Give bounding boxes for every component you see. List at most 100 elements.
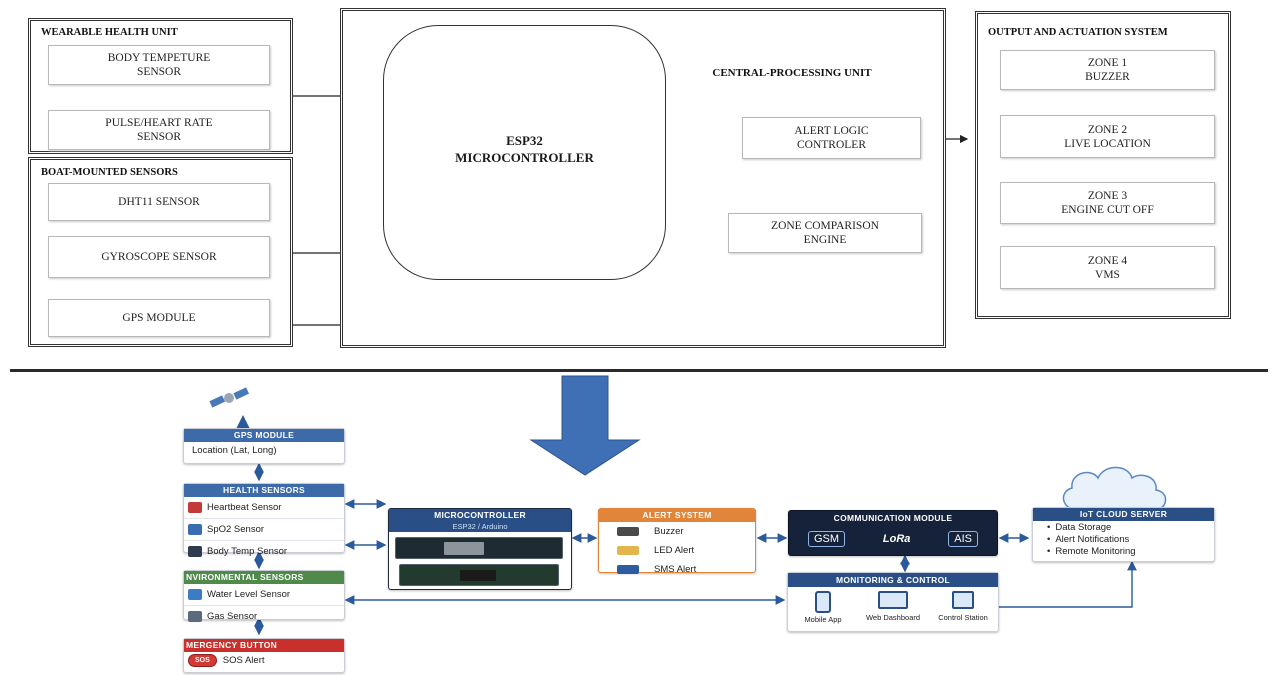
gsm-label: GSM <box>807 531 845 547</box>
lora-label: LoRa <box>882 533 911 545</box>
microcontroller-card-title: MICROCONTROLLER <box>434 510 526 520</box>
zone-2-live-location-box: ZONE 2 LIVE LOCATION <box>1000 115 1215 158</box>
health-sensors-card: HEALTH SENSORS Heartbeat Sensor SpO2 Sen… <box>183 483 345 557</box>
cpu-title: CENTRAL-PROCESSING UNIT <box>712 67 872 79</box>
sms-alert-row: SMS Alert <box>599 560 755 579</box>
gas-sensor-icon <box>188 611 202 622</box>
alert-card-title: ALERT SYSTEM <box>599 509 755 522</box>
water-level-sensor-row: Water Level Sensor <box>184 584 344 606</box>
big-down-arrow-icon <box>529 375 641 476</box>
pulse-sensor-box: PULSE/HEART RATE SENSOR <box>48 110 270 150</box>
gyroscope-sensor-box: GYROSCOPE SENSOR <box>48 236 270 278</box>
alert-notifications-row: • Alert Notifications <box>1033 533 1214 545</box>
zone-1-buzzer-box: ZONE 1 BUZZER <box>1000 50 1215 90</box>
monitor-items: Mobile App Web Dashboard Control Station <box>788 587 998 624</box>
remote-monitoring-label: Remote Monitoring <box>1055 545 1136 557</box>
zone-2-action: LIVE LOCATION <box>1064 137 1151 150</box>
data-storage-row: • Data Storage <box>1033 521 1214 533</box>
esp32-microcontroller <box>383 25 666 280</box>
arduino-board-icon <box>399 564 559 586</box>
dht11-sensor-box: DHT11 SENSOR <box>48 183 270 221</box>
iot-cloud-server-card: IoT CLOUD SERVER • Data Storage • Alert … <box>1032 507 1215 562</box>
alert-logic-controller-box: ALERT LOGIC CONTROLER <box>742 117 921 159</box>
output-title: OUTPUT AND ACTUATION SYSTEM <box>988 27 1168 38</box>
buzzer-row: Buzzer <box>599 522 755 541</box>
heartbeat-sensor-row: Heartbeat Sensor <box>184 497 344 519</box>
emergency-card-title: MERGENCY BUTTON <box>184 639 344 652</box>
zone-1-label: ZONE 1 <box>1087 57 1128 69</box>
gps-module-card: GPS MODULE Location (Lat, Long) <box>183 428 345 464</box>
microcontroller-card: MICROCONTROLLER ESP32 / Arduino <box>388 508 572 590</box>
environmental-sensors-card: NVIRONMENTAL SENSORS Water Level Sensor … <box>183 570 345 622</box>
gas-sensor-label: Gas Sensor <box>207 611 258 622</box>
gas-sensor-row: Gas Sensor <box>184 606 344 627</box>
mobile-phone-icon <box>815 591 831 613</box>
spo2-sensor-label: SpO2 Sensor <box>207 524 265 535</box>
zone-4-vms-box: ZONE 4 VMS <box>1000 246 1215 289</box>
esp32-label: ESP32 <box>506 133 543 148</box>
sms-icon <box>617 565 639 574</box>
comm-items: GSM LoRa AIS <box>789 525 997 553</box>
emergency-button-card: MERGENCY BUTTON SOS SOS Alert <box>183 638 345 673</box>
water-icon <box>188 589 202 600</box>
mobile-app-item[interactable]: Mobile App <box>793 591 853 624</box>
zone-2-label: ZONE 2 <box>1087 123 1128 136</box>
body-temp-sensor-label: Body Temp Sensor <box>207 546 288 557</box>
zone-3-action: ENGINE CUT OFF <box>1061 204 1154 216</box>
alert-system-card: ALERT SYSTEM Buzzer LED Alert SMS Alert <box>598 508 756 575</box>
wearable-title: WEARABLE HEALTH UNIT <box>41 27 178 38</box>
laptop-icon <box>878 591 908 609</box>
alert-notifications-label: Alert Notifications <box>1055 533 1130 545</box>
bullet-icon: • <box>1047 521 1051 533</box>
gps-location-row: Location (Lat, Long) <box>184 442 344 459</box>
water-level-sensor-label: Water Level Sensor <box>207 589 291 600</box>
web-dashboard-label: Web Dashboard <box>865 613 921 622</box>
sms-alert-label: SMS Alert <box>654 564 697 575</box>
body-temp-sensor-box: BODY TEMPETURE SENSOR <box>48 45 270 85</box>
control-station-item[interactable]: Control Station <box>933 591 993 624</box>
bullet-icon: • <box>1047 533 1051 545</box>
microcontroller-label: MICROCONTROLLER <box>455 150 594 165</box>
sos-badge[interactable]: SOS <box>188 654 217 667</box>
gps-module-box: GPS MODULE <box>48 299 270 337</box>
satellite-icon <box>209 387 250 432</box>
thermometer-icon <box>188 546 202 557</box>
esp32-board-icon <box>395 537 563 559</box>
spo2-icon <box>188 524 202 535</box>
boat-mounted-sensors: BOAT-MOUNTED SENSORS DHT11 SENSOR GYROSC… <box>28 157 293 347</box>
ais-label: AIS <box>948 531 979 547</box>
wearable-health-unit: WEARABLE HEALTH UNIT BODY TEMPETURE SENS… <box>28 18 293 154</box>
web-dashboard-item[interactable]: Web Dashboard <box>863 591 923 624</box>
boat-title: BOAT-MOUNTED SENSORS <box>41 167 178 178</box>
microcontroller-card-subtitle: ESP32 / Arduino <box>452 522 508 531</box>
spo2-sensor-row: SpO2 Sensor <box>184 519 344 541</box>
control-station-label: Control Station <box>938 613 988 622</box>
communication-module-card: COMMUNICATION MODULE GSM LoRa AIS <box>788 510 998 556</box>
led-alert-label: LED Alert <box>654 545 695 556</box>
comm-card-title: COMMUNICATION MODULE <box>789 511 997 525</box>
env-card-title: NVIRONMENTAL SENSORS <box>184 571 344 584</box>
led-icon <box>617 546 639 555</box>
heart-icon <box>188 502 202 513</box>
bottom-decorations <box>209 375 1167 636</box>
remote-monitoring-row: • Remote Monitoring <box>1033 545 1214 557</box>
buzzer-label: Buzzer <box>654 526 684 537</box>
zone-comparison-engine-box: ZONE COMPARISON ENGINE <box>728 213 922 253</box>
health-card-title: HEALTH SENSORS <box>184 484 344 497</box>
gps-location-label: Location (Lat, Long) <box>192 445 277 456</box>
zone-3-engine-cut-off-box: ZONE 3 ENGINE CUT OFF <box>1000 182 1215 224</box>
zone-4-label: ZONE 4 <box>1087 254 1128 267</box>
heartbeat-sensor-label: Heartbeat Sensor <box>207 502 282 513</box>
sos-alert-row: SOS SOS Alert <box>184 652 344 669</box>
cloud-icon <box>1062 466 1167 511</box>
gps-card-title: GPS MODULE <box>184 429 344 442</box>
zone-3-label: ZONE 3 <box>1087 190 1128 202</box>
sos-alert-label: SOS Alert <box>222 655 265 666</box>
mobile-app-label: Mobile App <box>804 615 842 624</box>
monitoring-control-card: MONITORING & CONTROL Mobile App Web Dash… <box>787 572 999 632</box>
monitor-icon <box>952 591 974 609</box>
led-alert-row: LED Alert <box>599 541 755 560</box>
data-storage-label: Data Storage <box>1055 521 1112 533</box>
microcontroller-card-header: MICROCONTROLLER ESP32 / Arduino <box>389 509 571 532</box>
monitor-card-title: MONITORING & CONTROL <box>788 573 998 587</box>
